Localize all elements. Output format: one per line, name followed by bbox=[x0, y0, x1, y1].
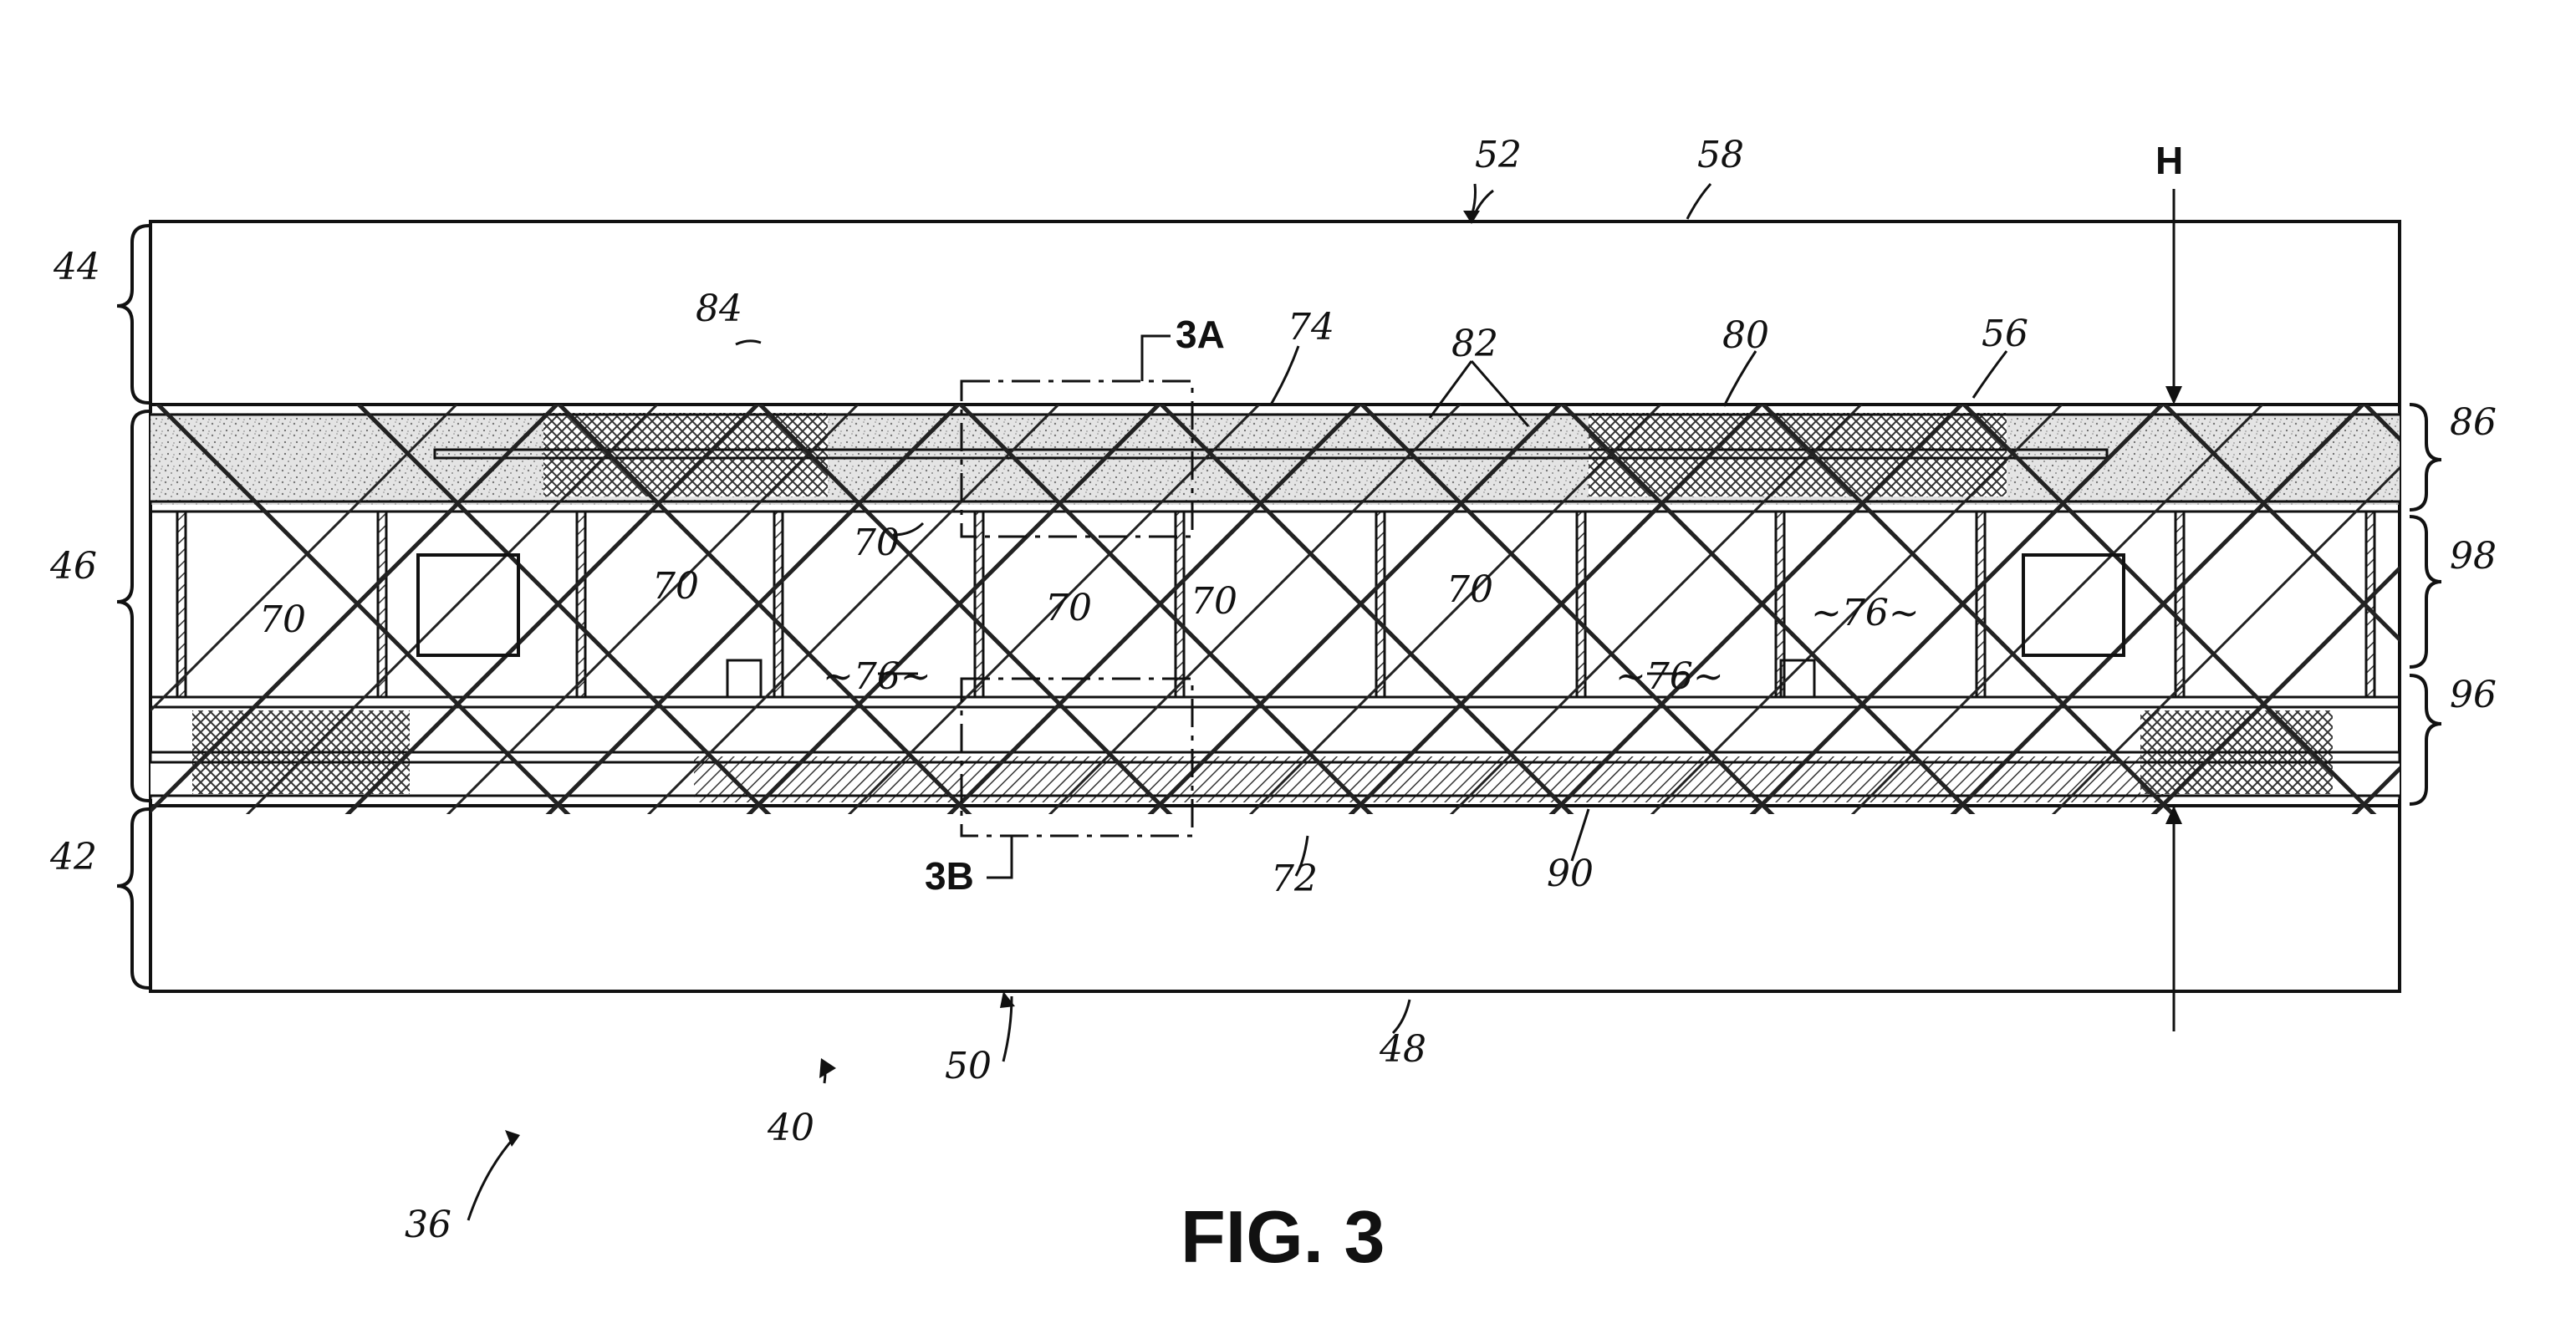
figure-caption: FIG. 3 bbox=[1181, 1195, 1385, 1278]
detail-window-3a: 3A bbox=[960, 313, 1225, 538]
label-70-e: 70 bbox=[1191, 580, 1237, 623]
lattice-core bbox=[150, 405, 2400, 814]
label-58: 58 bbox=[1697, 134, 1744, 176]
label-40: 40 bbox=[767, 1107, 814, 1149]
label-44: 44 bbox=[53, 246, 100, 288]
label-96: 96 bbox=[2450, 674, 2497, 716]
label-70-b: 70 bbox=[652, 565, 699, 608]
label-52: 52 bbox=[1475, 134, 1522, 176]
label-76-c: ~76~ bbox=[1811, 592, 1920, 634]
label-76-b: ~76~ bbox=[1615, 655, 1724, 698]
label-70-f: 70 bbox=[1446, 568, 1493, 611]
left-braces bbox=[116, 224, 150, 990]
label-50: 50 bbox=[945, 1045, 992, 1087]
detail-window-3b: 3B bbox=[925, 677, 1194, 898]
vertical-struts bbox=[176, 510, 2376, 699]
label-82: 82 bbox=[1451, 323, 1498, 365]
label-46: 46 bbox=[49, 545, 97, 588]
label-76-a: ~76~ bbox=[823, 655, 931, 698]
label-70-d: 70 bbox=[1045, 587, 1092, 629]
label-80: 80 bbox=[1722, 314, 1769, 357]
diagonal-struts bbox=[150, 405, 2400, 814]
reference-labels: 52 58 H 44 84 74 82 80 56 86 98 96 46 42… bbox=[49, 134, 2497, 1246]
dense-lattice-region bbox=[543, 413, 828, 496]
label-42: 42 bbox=[49, 836, 97, 878]
right-braces bbox=[2409, 403, 2442, 806]
label-72: 72 bbox=[1271, 858, 1318, 900]
label-70-c: 70 bbox=[853, 522, 900, 564]
leader-lines bbox=[735, 183, 2008, 1035]
label-70-a: 70 bbox=[259, 598, 306, 641]
label-98: 98 bbox=[2450, 535, 2497, 578]
label-H: H bbox=[2155, 139, 2183, 182]
arrows bbox=[467, 183, 2182, 1221]
dense-lattice-region bbox=[1589, 413, 2007, 496]
label-48: 48 bbox=[1379, 1028, 1426, 1071]
label-74: 74 bbox=[1288, 306, 1334, 349]
top-foam-layer bbox=[149, 220, 2401, 406]
label-90: 90 bbox=[1547, 853, 1594, 895]
label-56: 56 bbox=[1982, 313, 2028, 355]
label-3A: 3A bbox=[1176, 313, 1225, 356]
label-86: 86 bbox=[2450, 401, 2497, 444]
label-84: 84 bbox=[696, 288, 742, 330]
label-36: 36 bbox=[405, 1204, 451, 1246]
label-3B: 3B bbox=[925, 854, 974, 898]
